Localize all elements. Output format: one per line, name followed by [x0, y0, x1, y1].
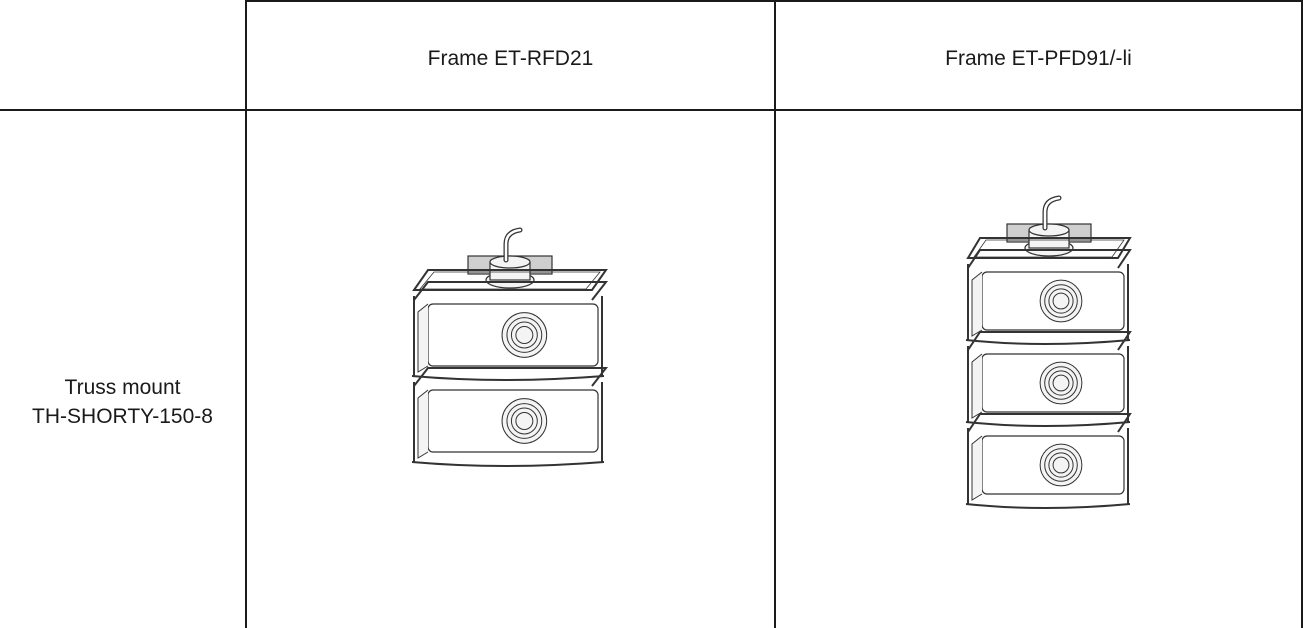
top-frame	[412, 269, 608, 291]
row-label-line-2: TH-SHORTY-150-8	[32, 405, 213, 428]
projector-side	[971, 271, 983, 337]
lens-ring	[515, 412, 534, 430]
column-header-rfd21: Frame ET-RFD21	[427, 47, 594, 70]
frame-rail	[967, 413, 1132, 433]
bottom-rail	[411, 375, 605, 381]
lens-ring	[1039, 361, 1083, 405]
frame-rail	[413, 367, 609, 387]
frame-rail	[413, 281, 609, 301]
grid-vertical-line-1	[245, 0, 247, 628]
bottom-rail	[411, 461, 605, 467]
row-label-line-1: Truss mount	[64, 376, 181, 399]
lens-ring	[1048, 288, 1074, 314]
lens-ring	[1039, 443, 1083, 487]
lens-ring	[1052, 292, 1070, 310]
lens-ring	[515, 326, 534, 344]
mount-clamp-top	[489, 255, 531, 269]
lens-ring	[506, 403, 543, 439]
bottom-rail	[965, 503, 1131, 509]
lens-ring	[1052, 374, 1070, 392]
truss-hook-inner	[1043, 196, 1061, 230]
frame-rfd21-drawing	[402, 220, 622, 525]
bottom-rail	[965, 339, 1131, 345]
lens-ring	[1048, 370, 1074, 396]
grid-top-line	[245, 0, 1303, 2]
grid-header-divider	[0, 109, 1303, 111]
projector-side	[417, 303, 429, 373]
frame-rail	[967, 331, 1132, 351]
column-header-pfd91: Frame ET-PFD91/-li	[945, 47, 1132, 70]
grid-vertical-line-3	[1301, 0, 1303, 628]
lens-ring	[510, 407, 538, 435]
truss-hook-inner	[504, 228, 522, 262]
lens-ring	[501, 312, 548, 358]
grid-vertical-line-2	[774, 0, 776, 628]
projector-side	[971, 435, 983, 501]
row-label-truss-mount: Truss mount TH-SHORTY-150-8	[0, 373, 245, 431]
lens-ring	[1039, 279, 1083, 323]
frame-rail	[967, 249, 1132, 269]
bottom-rail	[965, 421, 1131, 427]
projector-side	[417, 389, 429, 459]
lens-ring	[501, 398, 548, 444]
two-stacked-projectors-icon	[411, 227, 609, 467]
lens-ring	[1048, 452, 1074, 478]
top-frame	[966, 237, 1132, 259]
lens-ring	[1044, 366, 1078, 400]
three-stacked-projectors-icon	[965, 195, 1132, 509]
lens-ring	[1052, 456, 1070, 474]
lens-ring	[510, 321, 538, 349]
projector-side	[971, 353, 983, 419]
top-frame-inner	[419, 271, 601, 290]
lens-ring	[1044, 448, 1078, 482]
frame-pfd91-drawing	[950, 188, 1150, 578]
top-frame-inner	[973, 239, 1125, 258]
lens-ring	[506, 317, 543, 353]
lens-ring	[1044, 284, 1078, 318]
mount-clamp-top	[1028, 223, 1070, 237]
